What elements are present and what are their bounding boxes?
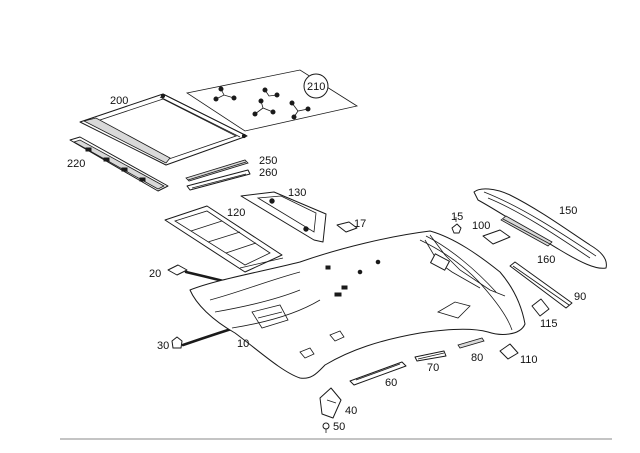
label-60: 60 — [385, 377, 397, 389]
label-20: 20 — [149, 268, 161, 280]
part-70-rail — [414, 350, 447, 362]
label-160: 160 — [537, 254, 555, 266]
label-50: 50 — [333, 421, 345, 433]
label-40: 40 — [345, 405, 357, 417]
part-250-seal-strip — [185, 159, 249, 182]
label-150: 150 — [559, 205, 577, 217]
part-200-roof-frame — [79, 93, 248, 166]
label-30: 30 — [157, 340, 169, 352]
label-80: 80 — [471, 352, 483, 364]
callout-circle-210 — [303, 73, 329, 99]
part-110-block — [499, 343, 519, 360]
label-10: 10 — [237, 338, 249, 350]
label-90: 90 — [574, 291, 586, 303]
label-120: 120 — [227, 207, 245, 219]
part-115-block — [531, 298, 550, 317]
part-40-bracket — [319, 387, 342, 419]
label-220: 220 — [67, 158, 85, 170]
label-17: 17 — [354, 218, 366, 230]
part-100-block — [482, 229, 511, 245]
part-15-clip — [451, 217, 462, 234]
part-50-screw — [322, 422, 330, 433]
part-90-strip — [509, 261, 573, 309]
label-15: 15 — [451, 211, 463, 223]
part-220-cross-rail — [69, 136, 169, 192]
part-130-bracket — [240, 191, 327, 243]
part-160-rail — [500, 215, 553, 247]
part-120-sunroof-shade — [164, 205, 284, 273]
label-115: 115 — [540, 318, 558, 330]
part-260-seal-strip — [186, 169, 251, 191]
part-17-pad — [336, 221, 358, 233]
label-130: 130 — [288, 187, 306, 199]
label-210: 210 — [307, 81, 325, 93]
label-110: 110 — [520, 354, 538, 366]
part-80-rail — [457, 337, 485, 349]
part-10-headliner — [189, 230, 526, 379]
label-260: 260 — [259, 167, 277, 179]
part-210-clip-kit — [185, 69, 359, 132]
label-200: 200 — [110, 95, 128, 107]
label-70: 70 — [427, 362, 439, 374]
label-250: 250 — [259, 155, 277, 167]
part-60-rail — [349, 361, 407, 386]
label-100: 100 — [472, 220, 490, 232]
